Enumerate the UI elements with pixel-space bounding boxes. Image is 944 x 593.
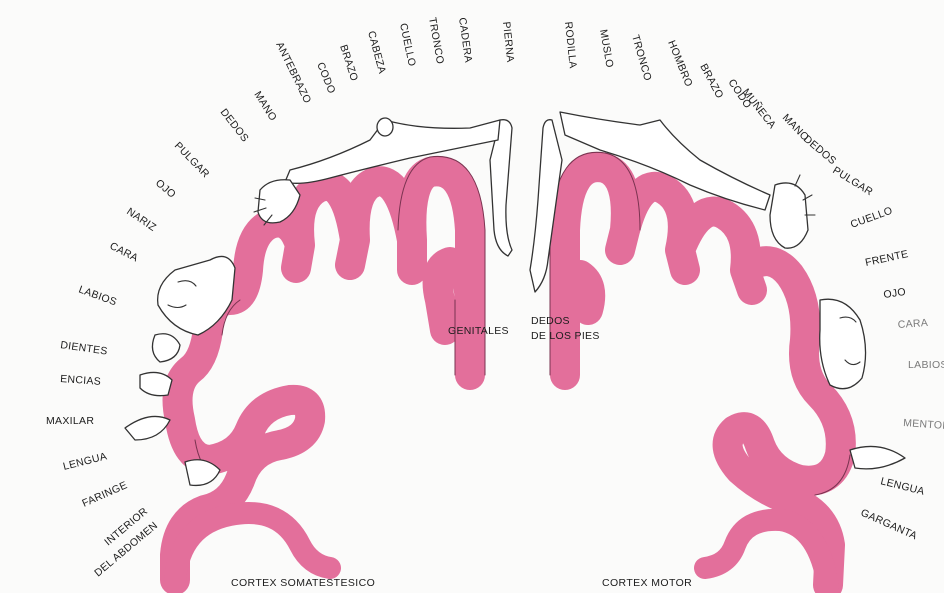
label-muslo: MUSLO [597, 28, 616, 68]
hand-outline [770, 183, 808, 248]
label-frente: FRENTE [864, 248, 909, 269]
label-cuello: CUELLO [397, 22, 418, 67]
label-brazo-m: BRAZO [697, 62, 725, 101]
label-faringe: FARINGE [80, 479, 129, 510]
label-dientes: DIENTES [60, 339, 109, 358]
label-pulgar-m: PULGAR [830, 164, 875, 198]
label-labios-m: LABIOS [908, 359, 944, 371]
label-encias: ENCIAS [60, 373, 102, 388]
label-mano: MANO [251, 89, 279, 123]
label-brazo: BRAZO [337, 43, 360, 83]
label-cara: CARA [108, 240, 141, 264]
label-antebrazo: ANTEBRAZO [273, 40, 313, 105]
label-ojo: OJO [153, 177, 178, 201]
label-labios: LABIOS [77, 284, 118, 309]
tongue-outline [125, 416, 170, 440]
sensory-cortex-lower [175, 513, 330, 580]
label-lengua-m: LENGUA [879, 475, 926, 498]
label-ojo-m: OJO [883, 286, 907, 301]
label-maxilar: MAXILAR [46, 415, 94, 427]
label-garganta: GARGANTA [859, 507, 919, 543]
face-outline [820, 299, 866, 389]
caption-sensory-cortex: CORTEX SOMATESTESICO [231, 577, 375, 589]
label-cuello-m: CUELLO [849, 205, 894, 231]
label-cabeza: CABEZA [365, 30, 388, 75]
caption-motor-cortex: CORTEX MOTOR [602, 577, 692, 589]
label-tronco-m: TRONCO [629, 34, 654, 83]
label-dedos-m: DEDOS [801, 133, 838, 167]
label-menton: MENTON [903, 417, 944, 432]
label-rodilla: RODILLA [562, 21, 579, 69]
tongue-outline [850, 446, 905, 468]
lips-outline [152, 334, 180, 362]
head-outline [377, 118, 393, 136]
label-dedos-pies-2: DE LOS PIES [531, 330, 600, 342]
label-cadera: CADERA [456, 17, 474, 64]
label-hombro: HOMBRO [665, 39, 695, 89]
teeth-outline [140, 372, 172, 395]
label-dedos: DEDOS [218, 106, 251, 144]
label-cara-m: CARA [897, 317, 928, 331]
label-lengua: LENGUA [62, 450, 109, 473]
motor-cortex-lower [705, 520, 828, 585]
label-nariz: NARIZ [124, 206, 158, 235]
label-genitales: GENITALES [448, 325, 509, 337]
label-pierna: PIERNA [500, 21, 516, 63]
label-dedos-pies-1: DEDOS [531, 315, 570, 327]
label-codo: CODO [314, 61, 337, 96]
label-tronco: TRONCO [426, 16, 446, 65]
label-pulgar: PULGAR [172, 140, 212, 181]
sensory-cortex [175, 156, 485, 580]
